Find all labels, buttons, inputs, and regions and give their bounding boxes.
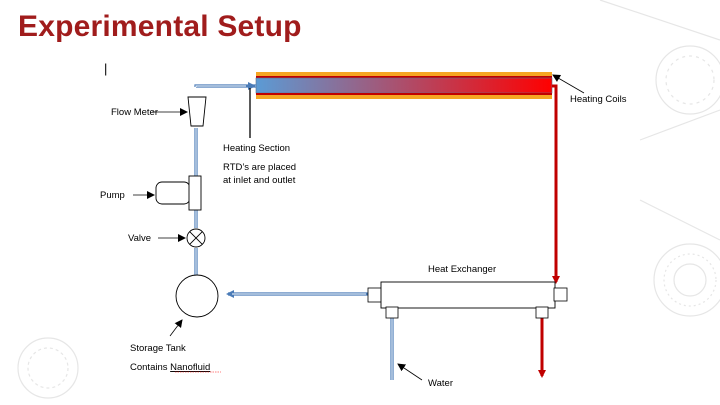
storage-tank-label: Storage Tank [130, 343, 186, 354]
decor-ring [655, 45, 720, 115]
exchanger-right-port [553, 287, 568, 302]
pump [155, 175, 202, 211]
decor-ring [673, 263, 707, 297]
contains-text: Contains [130, 362, 170, 373]
heating-coil-bottom-red [256, 93, 552, 95]
water-label: Water [428, 378, 453, 389]
heating-section-label: Heating Section [223, 143, 290, 154]
decor-line [639, 199, 720, 241]
valve-cross [189, 231, 203, 245]
flow-meter-label: Flow Meter [111, 107, 158, 118]
exchanger-water-inlet-port [385, 306, 399, 319]
hot-piping [538, 84, 560, 378]
decor-ring [663, 253, 717, 307]
pipe-highlight [195, 85, 256, 87]
decor-line [639, 109, 720, 141]
slide-title: Experimental Setup [18, 10, 302, 43]
cold-piping [194, 84, 394, 380]
storage-tank [175, 274, 219, 318]
exchanger-shell [380, 281, 556, 309]
pump-motor [155, 181, 191, 205]
pipe-highlights [195, 85, 393, 380]
heating-section [255, 72, 553, 99]
label-leaders [133, 74, 585, 381]
heat-exchanger-label: Heat Exchanger [428, 264, 496, 275]
nanofluid-text: Nanofluid [170, 362, 210, 373]
flow-meter [187, 96, 207, 127]
rtd-note-line2: at inlet and outlet [223, 175, 296, 186]
decor-line [599, 0, 720, 41]
decor-ring [17, 337, 79, 399]
heating-coils-leader [552, 74, 585, 94]
storage-tank-leader [169, 319, 183, 337]
decor-ring [27, 347, 69, 389]
pump-label: Pump [100, 190, 125, 201]
decor-ring [653, 243, 720, 317]
exchanger-water-outlet-port [535, 306, 549, 319]
heating-coil-bottom-orange [256, 95, 552, 99]
heating-tube [255, 77, 553, 94]
valve [186, 228, 206, 248]
pipe-heater-to-exchanger [552, 84, 560, 284]
heating-coil-top-red [256, 76, 552, 78]
decor-ring [665, 55, 715, 105]
valve-label: Valve [128, 233, 151, 244]
rtd-note-line1: RTD’s are placed [223, 162, 296, 173]
text-cursor-mark: | [104, 61, 108, 76]
contains-nanofluid-label: Contains Nanofluid [130, 362, 210, 373]
heating-coil-top-orange [256, 72, 552, 76]
heat-exchanger [367, 281, 568, 319]
background-decoration [17, 0, 720, 399]
exchanger-left-port [367, 287, 383, 303]
heating-coils-label: Heating Coils [570, 94, 627, 105]
pump-body [188, 175, 202, 211]
water-leader [397, 363, 423, 381]
